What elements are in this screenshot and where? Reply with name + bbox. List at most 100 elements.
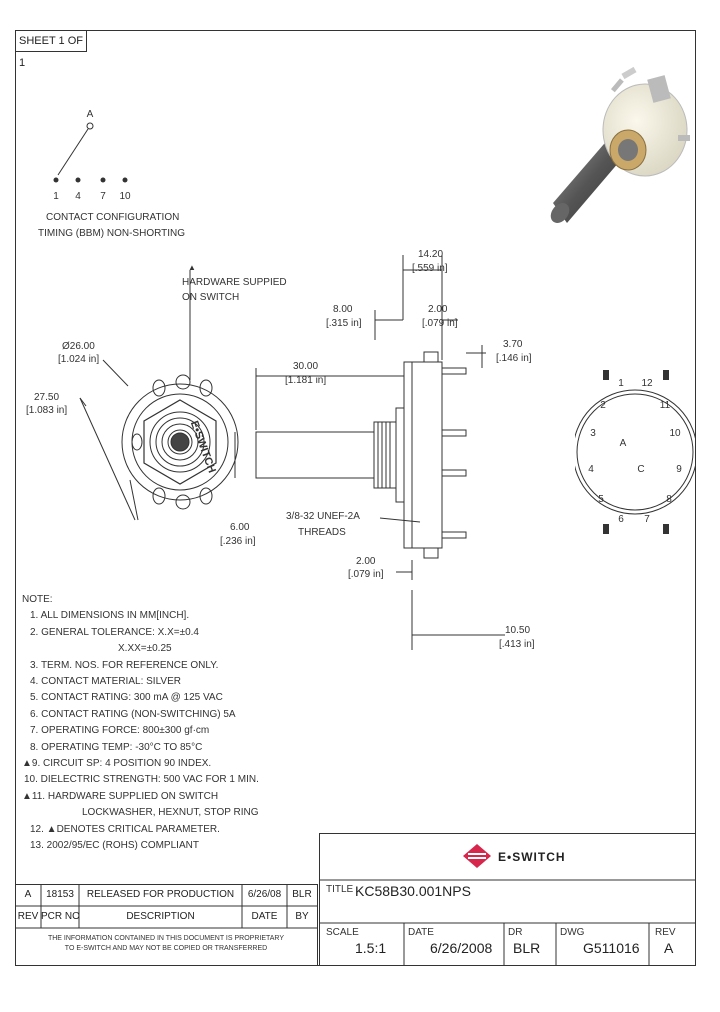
dim-8-00-inch: [.315 in] <box>326 318 362 329</box>
terminal-label: A <box>620 438 627 449</box>
dim-6-00: 6.00 <box>230 522 250 533</box>
width-dim-inch: [1.083 in] <box>26 405 68 416</box>
note-line: 11. HARDWARE SUPPLIED ON SWITCH <box>31 790 219 802</box>
position-label: 10 <box>119 191 131 202</box>
revision-header-row: REV PCR NO DESCRIPTION DATE BY <box>15 906 317 928</box>
dim-8-00: 8.00 <box>333 304 353 315</box>
hardware-note-2: ON SWITCH <box>182 292 240 303</box>
contact-dot <box>100 177 106 183</box>
title-label: TITLE <box>326 884 354 895</box>
header-by: BY <box>295 911 309 922</box>
revision-table-grid <box>15 884 318 966</box>
wiper-line <box>57 128 89 176</box>
diameter-dim: Ø26.00 <box>62 341 95 352</box>
note-line: 12. ▲DENOTES CRITICAL PARAMETER. <box>30 823 220 835</box>
revision-row: A 18153 RELEASED FOR PRODUCTION 6/26/08 … <box>15 884 317 906</box>
date-value: 6/26/2008 <box>430 940 493 956</box>
company-name: E•SWITCH <box>498 850 566 864</box>
front-view-drawing: E•SWITCH <box>79 270 239 521</box>
terminal-label: C <box>637 464 644 475</box>
thread-spec: 3/8-32 UNEF-2A <box>286 511 360 522</box>
terminal-label: 8 <box>666 494 672 505</box>
terminal-label: 6 <box>618 514 624 525</box>
note-line: 3. TERM. NOS. FOR REFERENCE ONLY. <box>30 659 219 671</box>
header-date: DATE <box>251 911 278 922</box>
dim-2-00-bottom-inch: [.079 in] <box>348 569 384 580</box>
dim-10-50-inch: [.413 in] <box>499 639 535 650</box>
pcr-cell: 18153 <box>46 889 74 900</box>
position-label: 4 <box>75 191 81 202</box>
rear-view-drawing: 1 2 3 4 5 6 7 8 9 10 11 12 A C <box>575 370 695 534</box>
note-line: 5. CONTACT RATING: 300 mA @ 125 VAC <box>30 692 223 704</box>
header-description: DESCRIPTION <box>126 911 195 922</box>
scale-value: 1.5:1 <box>355 940 387 956</box>
drawn-by-label: DR <box>508 927 523 938</box>
terminal-label: 9 <box>676 464 682 475</box>
contact-dot <box>75 177 81 183</box>
by-cell: BLR <box>292 889 312 900</box>
contact-dot <box>122 177 128 183</box>
rev-cell: A <box>24 889 32 900</box>
disclaimer-line: TO E-SWITCH AND MAY NOT BE COPIED OR TRA… <box>64 945 268 952</box>
dim-2-00-bottom: 2.00 <box>356 556 376 567</box>
dim-30-00-inch: [1.181 in] <box>285 375 327 386</box>
revision-table: A 18153 RELEASED FOR PRODUCTION 6/26/08 … <box>15 884 317 966</box>
dwg-label: DWG <box>560 927 585 938</box>
terminal-label: 1 <box>618 378 624 389</box>
notes-title: NOTE: <box>22 594 53 605</box>
common-terminal-label: A <box>87 109 94 120</box>
rev-label: REV <box>655 927 676 938</box>
disclaimer-line: THE INFORMATION CONTAINED IN THIS DOCUME… <box>47 935 285 942</box>
contact-config-diagram: A 1 4 7 10 <box>53 109 131 202</box>
dim-3-70-inch: [.146 in] <box>496 353 532 364</box>
terminal-label: 10 <box>669 428 681 439</box>
dim-30-00: 30.00 <box>293 361 319 372</box>
note-line: 7. OPERATING FORCE: 800±300 gf·cm <box>30 725 210 737</box>
disclaimer: THE INFORMATION CONTAINED IN THIS DOCUME… <box>15 934 317 954</box>
dim-14-20-inch: [.559 in] <box>412 263 448 274</box>
title-block-grid <box>319 833 696 966</box>
rev-value: A <box>664 940 674 956</box>
critical-mark-icon: ▲ <box>22 790 32 802</box>
note-line: 10. DIELECTRIC STRENGTH: 500 VAC FOR 1 M… <box>24 774 259 786</box>
note-line: 4. CONTACT MATERIAL: SILVER <box>30 676 181 688</box>
dim-2-00-top: 2.00 <box>428 304 448 315</box>
config-timing-caption: TIMING (BBM) NON-SHORTING <box>38 228 186 239</box>
critical-mark-icon: ▲ <box>188 263 196 272</box>
diameter-dim-inch: [1.024 in] <box>58 354 100 365</box>
scale-label: SCALE <box>326 927 359 938</box>
dim-6-00-inch: [.236 in] <box>220 536 256 547</box>
side-view-drawing <box>234 255 505 650</box>
dim-14-20: 14.20 <box>418 249 444 260</box>
note-line: 8. OPERATING TEMP: -30°C TO 85°C <box>30 741 203 753</box>
note-line: X.XX=±0.25 <box>118 643 172 655</box>
drawn-by-value: BLR <box>513 940 541 956</box>
terminal-label: 2 <box>600 400 606 411</box>
date-label: DATE <box>408 927 434 938</box>
terminal-label: 3 <box>590 428 596 439</box>
note-line: 9. CIRCUIT SP: 4 POSITION 90 INDEX. <box>31 758 212 770</box>
config-caption: CONTACT CONFIGURATION <box>46 212 180 223</box>
note-line: 1. ALL DIMENSIONS IN MM[INCH]. <box>30 610 190 622</box>
note-line: 2. GENERAL TOLERANCE: X.X=±0.4 <box>30 626 199 638</box>
common-terminal <box>86 122 94 130</box>
note-line: 13. 2002/95/EC (ROHS) COMPLIANT <box>30 840 199 852</box>
header-pcr: PCR NO <box>41 911 79 922</box>
company-logo-icon <box>463 844 491 868</box>
hardware-note: HARDWARE SUPPIED <box>182 277 287 288</box>
date-cell: 6/26/08 <box>247 889 282 900</box>
terminal-label: 5 <box>598 494 604 505</box>
position-label: 1 <box>53 191 59 202</box>
header-rev: REV <box>17 911 39 922</box>
width-dim: 27.50 <box>34 392 60 403</box>
terminal-label: 4 <box>588 464 594 475</box>
terminal-label: 7 <box>644 514 650 525</box>
brand-embossed-text: E•SWITCH <box>188 419 218 474</box>
part-number: KC58B30.001NPS <box>355 883 471 899</box>
dim-3-70: 3.70 <box>503 339 523 350</box>
terminal-label: 12 <box>641 378 653 389</box>
description-cell: RELEASED FOR PRODUCTION <box>86 889 235 900</box>
critical-mark-icon: ▲ <box>22 758 32 770</box>
terminal-label: 11 <box>660 400 671 411</box>
dim-10-50: 10.50 <box>505 625 531 636</box>
